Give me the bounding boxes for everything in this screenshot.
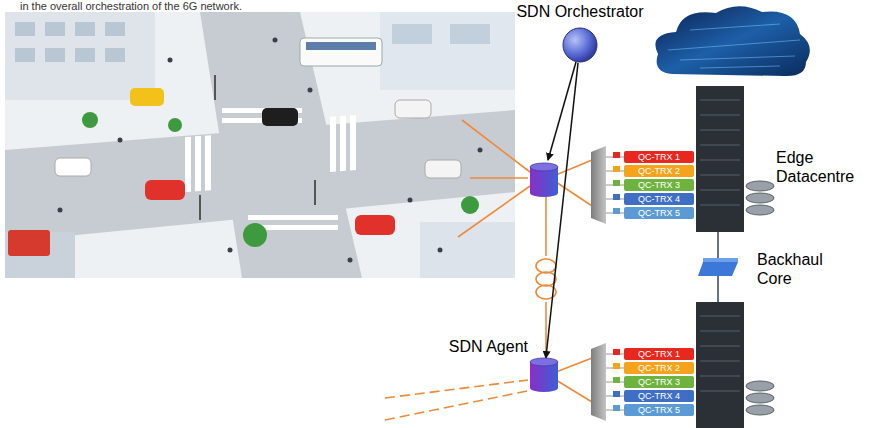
node-heading: SDN Orchestrator [516,3,643,21]
transceiver-box: QC-TRX 4 [624,390,694,402]
transceiver-label: QC-TRX 3 [638,181,680,190]
cylinder-shape [530,358,558,392]
transceiver-box: QC-TRX 3 [624,179,694,191]
transceiver-box: QC-TRX 1 [624,151,694,163]
datacentre-label: Edge Datacentre [776,148,868,186]
agent-cylinder: SDN Agent [530,358,558,392]
transceiver-box: QC-TRX 2 [624,362,694,374]
orchestrator-circle: SDN Orchestrator [562,27,598,63]
transceiver-label: QC-TRX 1 [638,350,680,359]
transceiver-label: QC-TRX 5 [638,406,680,415]
transceiver-box: QC-TRX 2 [624,165,694,177]
node-heading: SDN Agent [449,338,528,356]
transceiver-label: QC-TRX 4 [638,392,680,401]
transceiver-box: QC-TRX 4 [624,193,694,205]
transceiver-label: QC-TRX 2 [638,167,680,176]
backhaul-label: Backhaul Core [757,250,839,288]
transceiver-box: QC-TRX 5 [624,207,694,219]
transceiver-label: QC-TRX 1 [638,153,680,162]
transceiver-label: QC-TRX 2 [638,364,680,373]
transceiver-label: QC-TRX 4 [638,195,680,204]
transceiver-box: QC-TRX 5 [624,404,694,416]
transceiver-label: QC-TRX 3 [638,378,680,387]
circle-shape [562,27,598,63]
transceiver-label: QC-TRX 5 [638,209,680,218]
control-arrow [546,63,578,358]
cropped-note: in the overall orchestration of the 6G n… [20,0,440,13]
transceiver-box: QC-TRX 1 [624,348,694,360]
transceiver-box: QC-TRX 3 [624,376,694,388]
